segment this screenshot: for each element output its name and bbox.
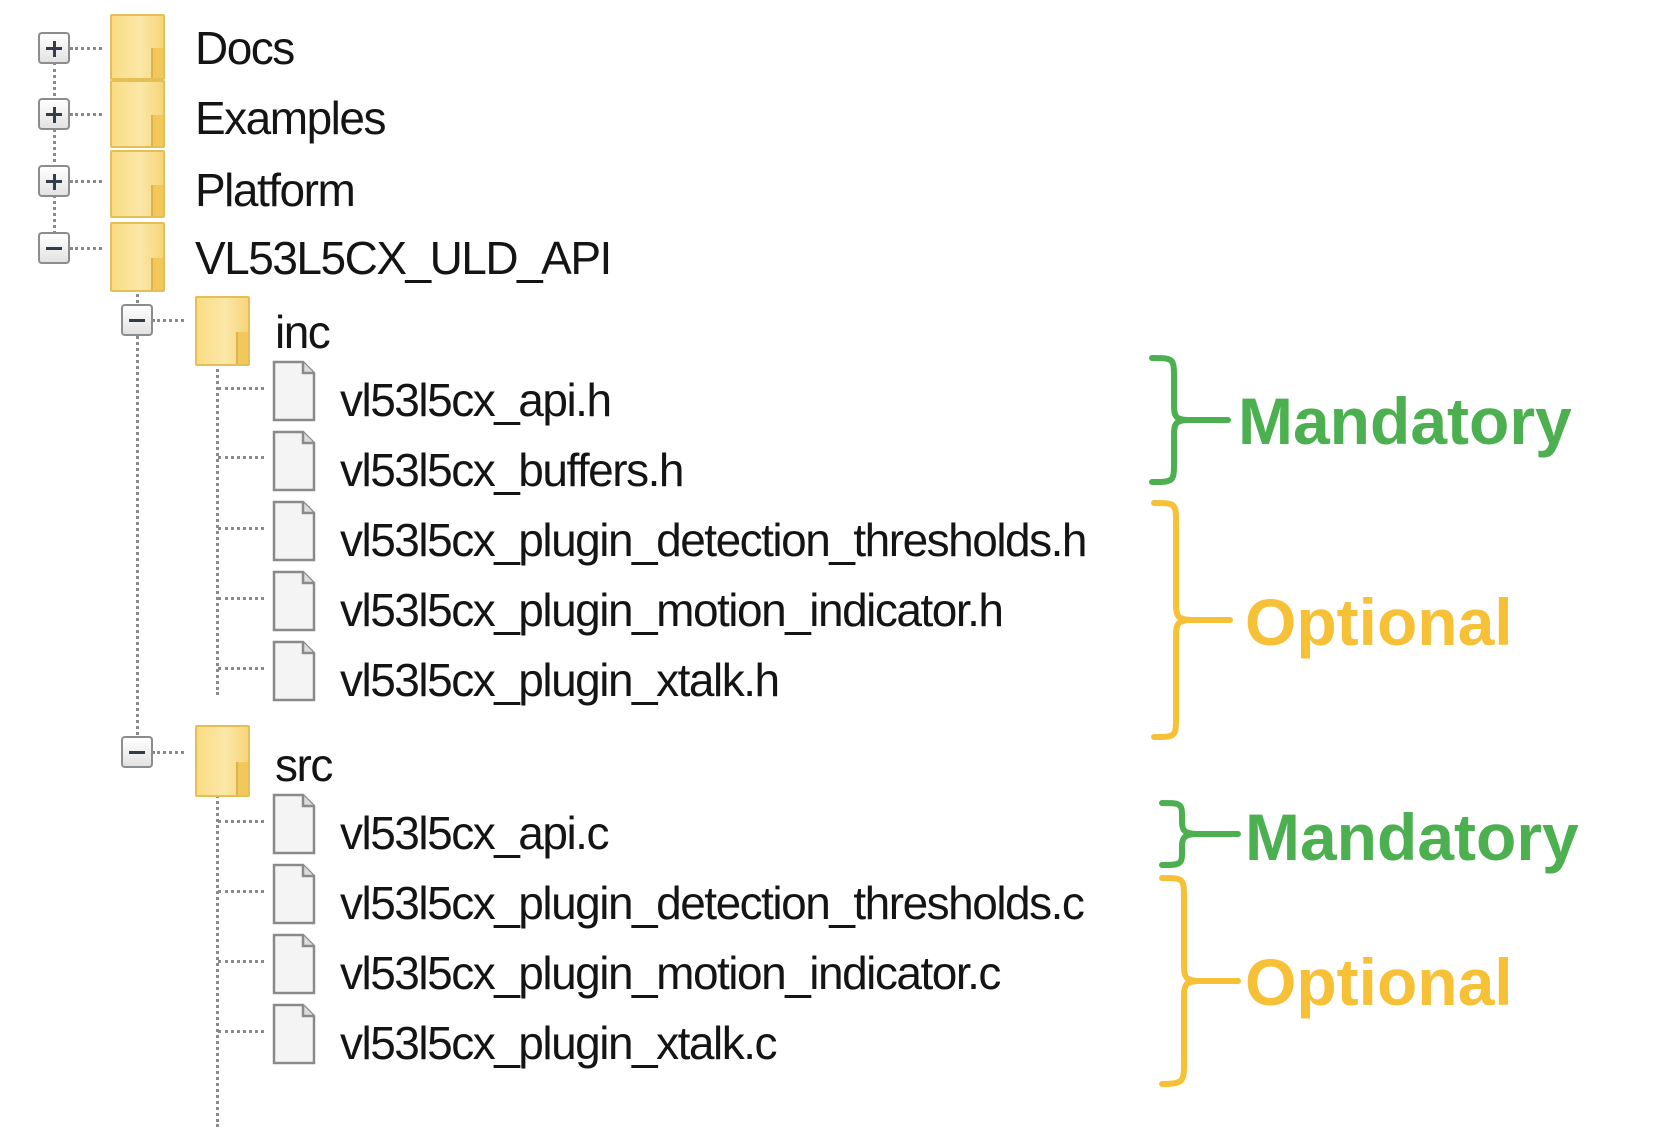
mandatory-bracket-inc bbox=[1149, 355, 1231, 485]
file-label[interactable]: vl53l5cx_buffers.h bbox=[340, 444, 684, 496]
optional-label-inc: Optional bbox=[1245, 585, 1513, 659]
collapse-inc-minus-box-icon[interactable] bbox=[121, 304, 153, 336]
tree-connector bbox=[218, 456, 264, 459]
optional-bracket-inc bbox=[1151, 500, 1233, 740]
tree-connector bbox=[70, 247, 102, 250]
tree-connector bbox=[218, 890, 264, 893]
folder-icon[interactable] bbox=[195, 296, 250, 366]
tree-connector bbox=[70, 180, 102, 183]
optional-bracket-src bbox=[1159, 875, 1241, 1087]
folder-label-src[interactable]: src bbox=[275, 739, 333, 791]
file-label[interactable]: vl53l5cx_plugin_motion_indicator.c bbox=[340, 947, 1001, 999]
mandatory-label-inc: Mandatory bbox=[1238, 384, 1572, 458]
folder-label-vl53l5cx-uld-api[interactable]: VL53L5CX_ULD_API bbox=[195, 232, 612, 284]
folder-label-examples[interactable]: Examples bbox=[195, 92, 386, 144]
file-icon[interactable] bbox=[272, 570, 316, 632]
file-label[interactable]: vl53l5cx_api.c bbox=[340, 807, 609, 859]
expand-docs-plus-box-icon[interactable] bbox=[38, 32, 70, 64]
tree-connector bbox=[152, 751, 184, 754]
expand-examples-plus-box-icon[interactable] bbox=[38, 98, 70, 130]
file-label[interactable]: vl53l5cx_plugin_xtalk.h bbox=[340, 654, 780, 706]
collapse-src-minus-box-icon[interactable] bbox=[121, 736, 153, 768]
collapse-api-minus-box-icon[interactable] bbox=[38, 232, 70, 264]
file-icon[interactable] bbox=[272, 933, 316, 995]
folder-icon[interactable] bbox=[110, 222, 165, 292]
folder-icon[interactable] bbox=[110, 80, 165, 148]
folder-label-inc[interactable]: inc bbox=[275, 306, 331, 358]
tree-connector-api bbox=[136, 275, 139, 735]
tree-connector bbox=[70, 113, 102, 116]
tree-connector bbox=[70, 47, 102, 50]
tree-connector-root bbox=[53, 62, 56, 258]
folder-label-docs[interactable]: Docs bbox=[195, 22, 295, 74]
optional-label-src: Optional bbox=[1245, 945, 1513, 1019]
tree-connector bbox=[218, 387, 264, 390]
tree-connector bbox=[218, 597, 264, 600]
folder-icon[interactable] bbox=[110, 14, 165, 80]
file-icon[interactable] bbox=[272, 863, 316, 925]
folder-label-platform[interactable]: Platform bbox=[195, 164, 356, 216]
tree-connector bbox=[218, 960, 264, 963]
expand-platform-plus-box-icon[interactable] bbox=[38, 165, 70, 197]
file-icon[interactable] bbox=[272, 430, 316, 492]
tree-connector-inc bbox=[216, 340, 219, 695]
folder-icon[interactable] bbox=[195, 725, 250, 797]
file-label[interactable]: vl53l5cx_plugin_motion_indicator.h bbox=[340, 584, 1004, 636]
file-icon[interactable] bbox=[272, 500, 316, 562]
tree-connector bbox=[152, 319, 184, 322]
file-icon[interactable] bbox=[272, 360, 316, 422]
mandatory-bracket-src bbox=[1159, 800, 1241, 868]
file-label[interactable]: vl53l5cx_plugin_detection_thresholds.h bbox=[340, 514, 1088, 566]
folder-icon[interactable] bbox=[110, 150, 165, 218]
file-label[interactable]: vl53l5cx_api.h bbox=[340, 374, 612, 426]
file-icon[interactable] bbox=[272, 640, 316, 702]
file-icon[interactable] bbox=[272, 1003, 316, 1065]
file-label[interactable]: vl53l5cx_plugin_detection_thresholds.c bbox=[340, 877, 1085, 929]
mandatory-label-src: Mandatory bbox=[1245, 800, 1579, 874]
tree-connector-src bbox=[216, 772, 219, 1127]
file-icon[interactable] bbox=[272, 793, 316, 855]
tree-connector bbox=[218, 1030, 264, 1033]
tree-connector bbox=[218, 667, 264, 670]
file-label[interactable]: vl53l5cx_plugin_xtalk.c bbox=[340, 1017, 778, 1069]
tree-connector bbox=[218, 820, 264, 823]
tree-connector bbox=[218, 527, 264, 530]
